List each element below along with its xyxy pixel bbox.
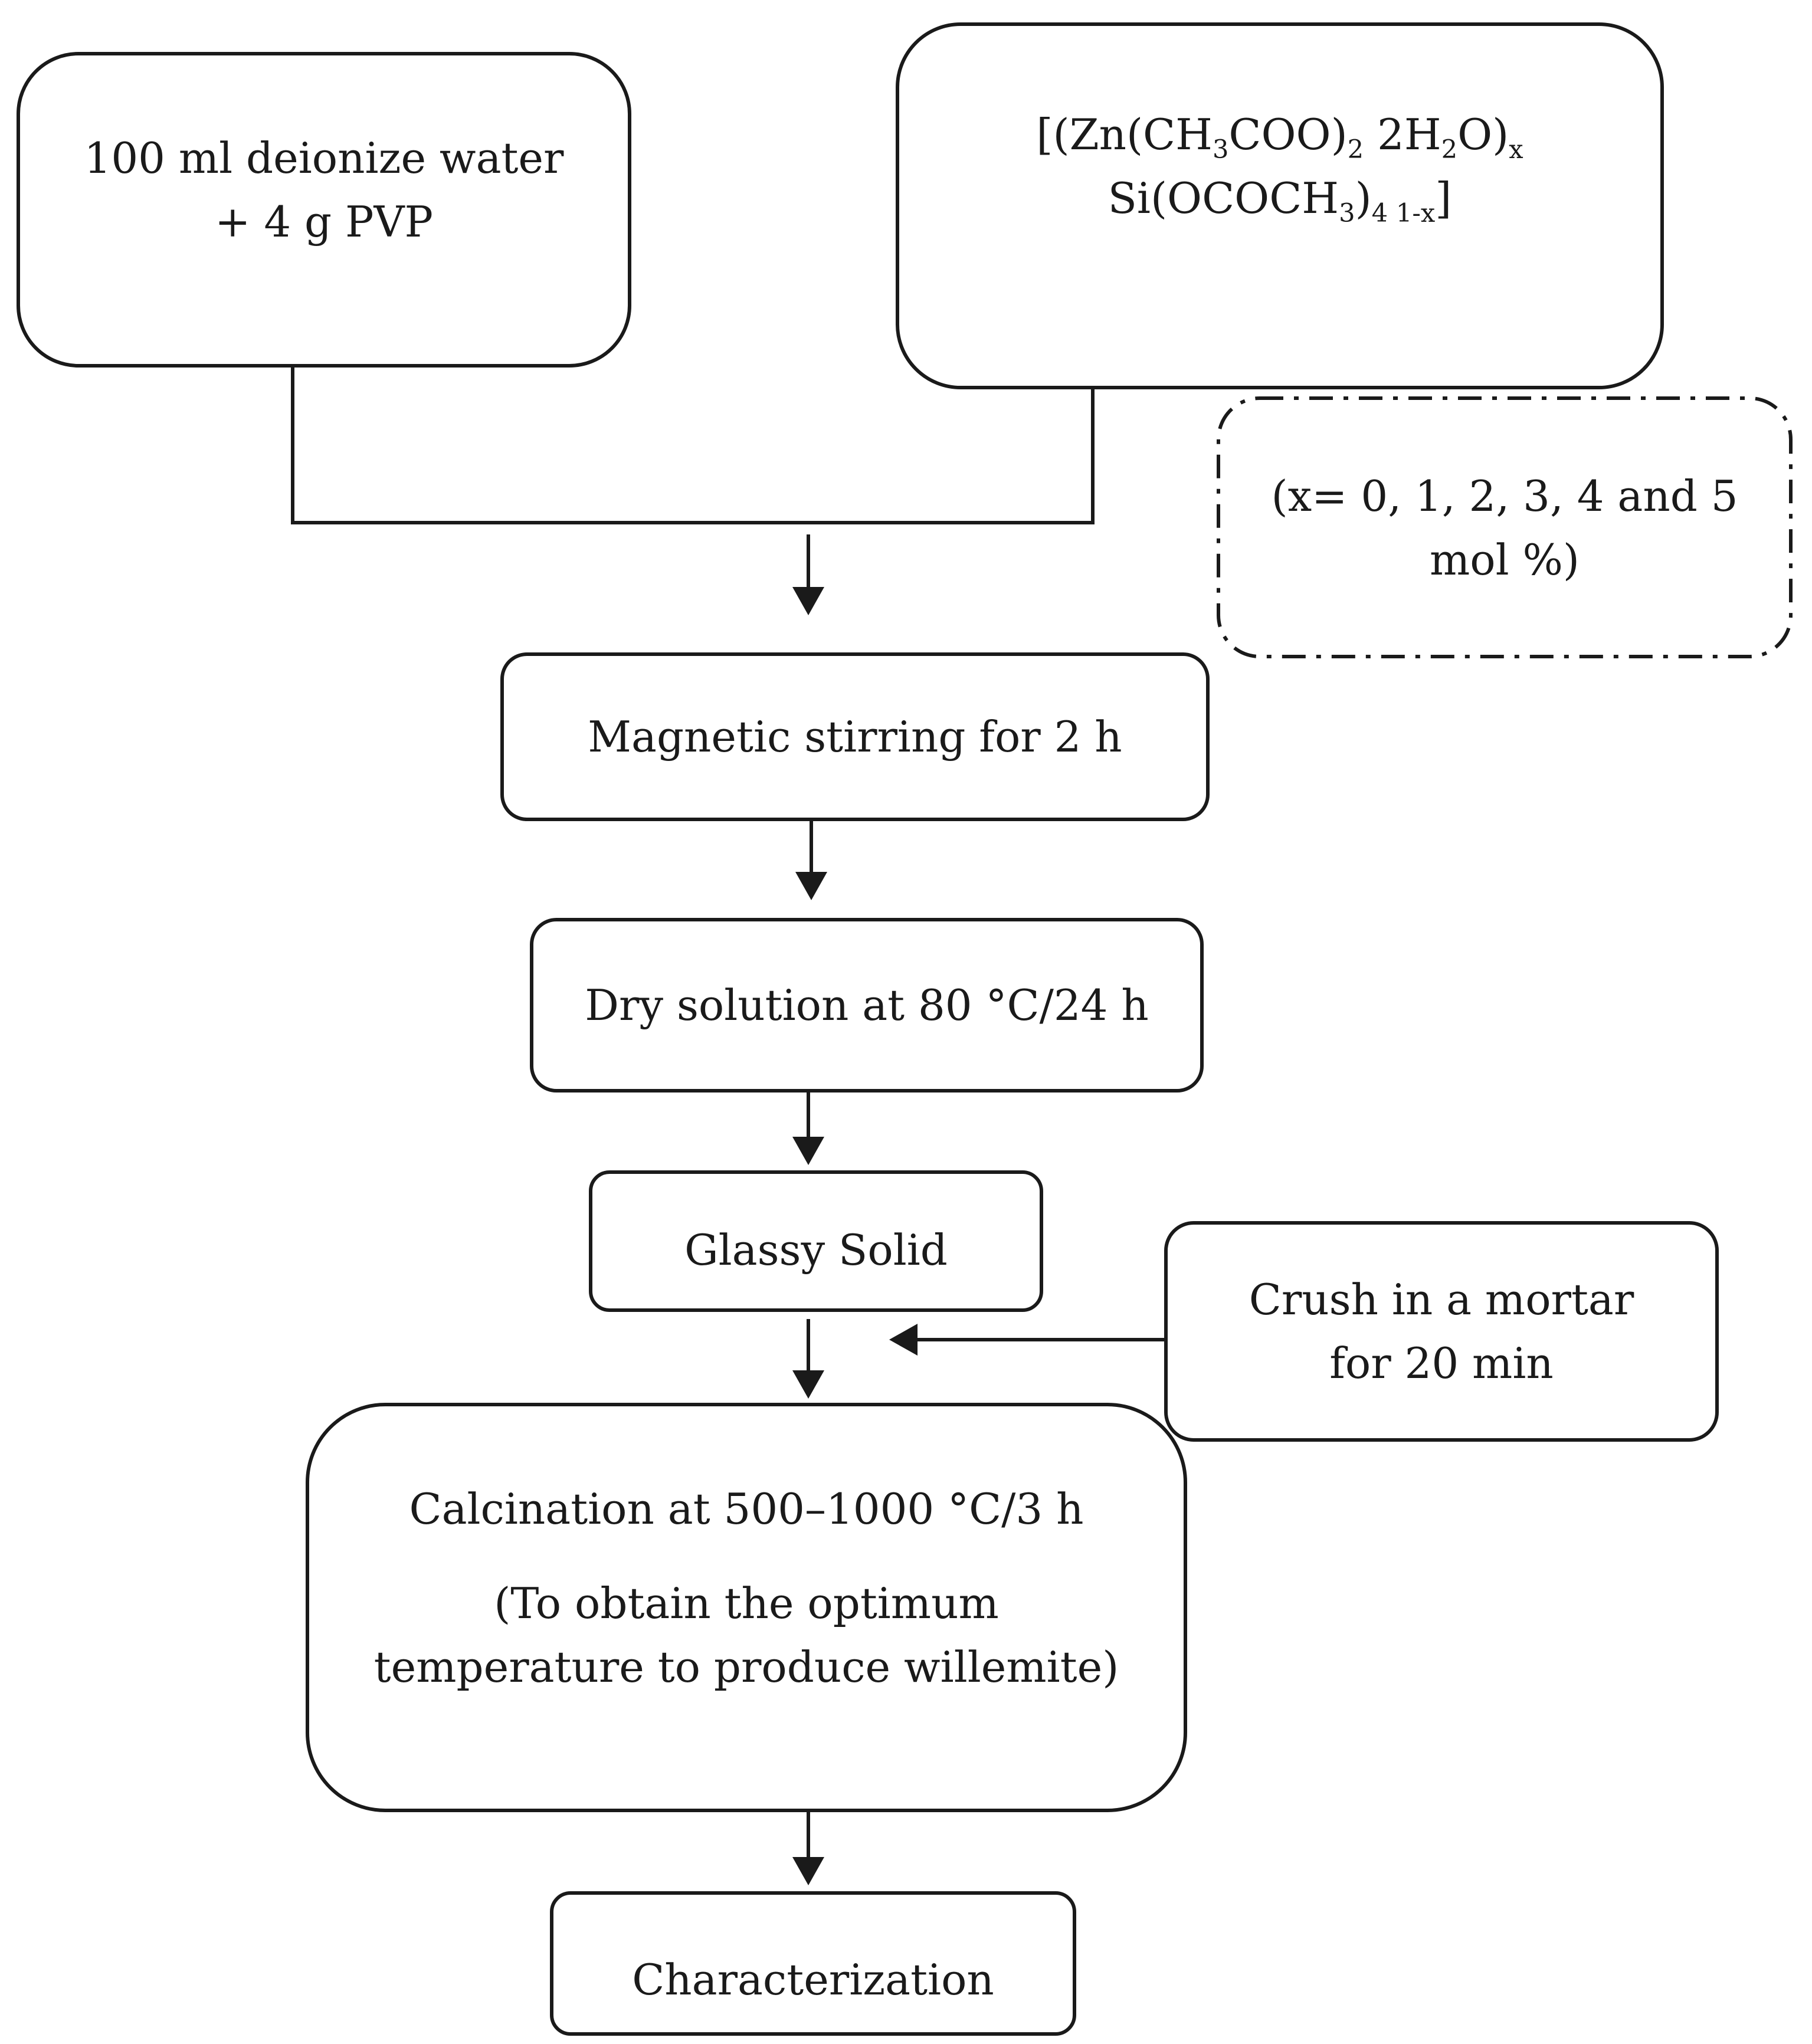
mol-note-border xyxy=(1217,396,1793,658)
characterization-box: Characterization xyxy=(550,1891,1076,2036)
water-pvp-line1: 100 ml deionize water xyxy=(84,133,564,183)
crush-line2: for 20 min xyxy=(1329,1338,1554,1388)
characterization-label: Characterization xyxy=(632,1955,994,2004)
magnetic-stirring-box: Magnetic stirring for 2 h xyxy=(500,652,1210,821)
glassy-solid-box: Glassy Solid xyxy=(589,1170,1043,1312)
calcination-label: Calcination at 500–1000 °C/3 h xyxy=(409,1484,1084,1534)
dry-solution-label: Dry solution at 80 °C/24 h xyxy=(585,980,1149,1030)
precursor-formula-box: [(Zn(CH3COO)2 2H2O)x Si(OCOCH3)4 1-x] xyxy=(896,22,1664,389)
calcination-note-line1: (To obtain the optimum xyxy=(494,1579,999,1628)
calcination-box: Calcination at 500–1000 °C/3 h (To obtai… xyxy=(306,1403,1187,1812)
glassy-solid-label: Glassy Solid xyxy=(684,1225,948,1275)
mol-note-line1: (x= 0, 1, 2, 3, 4 and 5 xyxy=(1271,471,1738,521)
crush-mortar-box: Crush in a mortar for 20 min xyxy=(1164,1221,1719,1442)
water-pvp-line2: + 4 g PVP xyxy=(215,197,433,247)
arrow-merge-to-stirring xyxy=(792,534,824,615)
precursor-formula-line1: [(Zn(CH3COO)2 2H2O)x xyxy=(1036,110,1523,165)
mol-percent-note: (x= 0, 1, 2, 3, 4 and 5 mol %) xyxy=(1217,396,1793,658)
mol-note-line2: mol %) xyxy=(1429,535,1580,585)
water-pvp-box: 100 ml deionize water + 4 g PVP xyxy=(17,52,631,368)
crush-line1: Crush in a mortar xyxy=(1249,1275,1634,1324)
dry-solution-box: Dry solution at 80 °C/24 h xyxy=(530,918,1204,1092)
calcination-note-line2: temperature to produce willemite) xyxy=(373,1642,1119,1692)
arrow-stirring-to-dry xyxy=(795,821,827,900)
arrow-calcination-to-characterization xyxy=(792,1812,824,1885)
arrow-dry-to-glassy xyxy=(792,1092,824,1165)
precursor-formula-line2: Si(OCOCH3)4 1-x] xyxy=(1107,173,1452,229)
arrow-glassy-to-calcination xyxy=(792,1319,824,1399)
arrow-crush-to-flow xyxy=(889,1324,1164,1356)
magnetic-stirring-label: Magnetic stirring for 2 h xyxy=(588,712,1122,762)
